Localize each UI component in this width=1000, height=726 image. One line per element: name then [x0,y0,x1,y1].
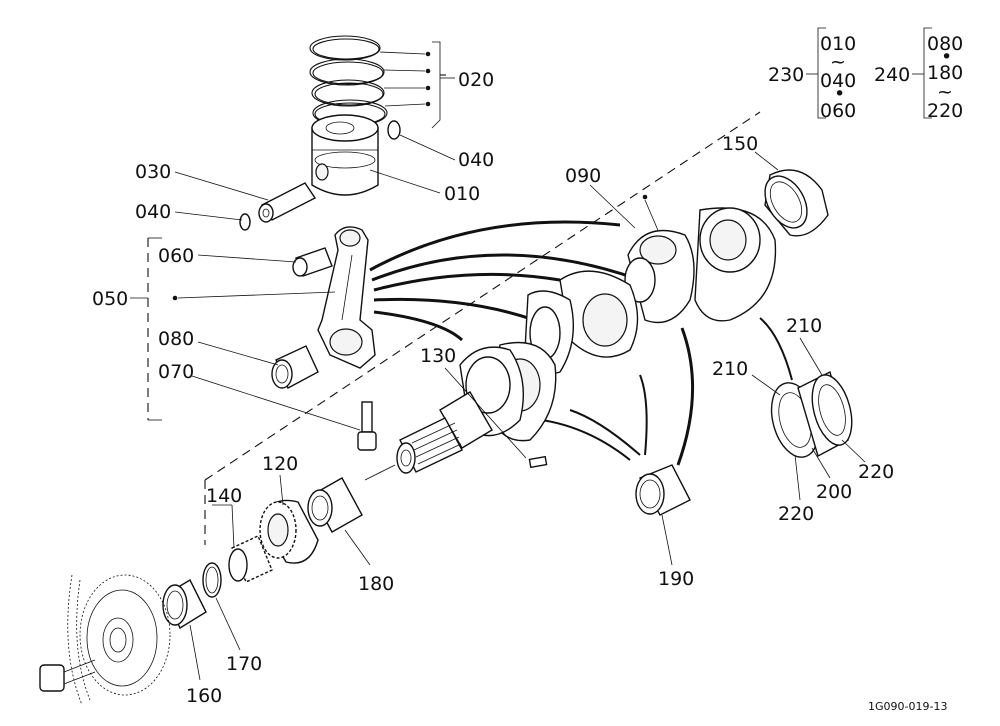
small-end-bushing [197,247,333,277]
group-240-item-1: 080 [927,33,963,55]
figure-code: 1G090-019-13 [868,700,947,713]
piston-pin-clip-top [387,120,456,161]
label-050: 050 [92,288,128,310]
crankshaft-gear [259,474,319,564]
group-240-code: 240 [874,64,910,86]
label-030: 030 [135,161,171,183]
label-160: 160 [186,685,222,707]
label-200: 200 [816,481,852,503]
oil-seal-sleeve [754,151,829,237]
label-040: 040 [135,201,171,223]
label-220-left: 220 [778,503,814,525]
group-230-item-1: 010 [820,33,856,55]
front-bearing [307,464,396,566]
bearing-case-assy [751,337,866,501]
group-240-item-4: ~ [937,81,953,103]
label-090: 090 [565,165,601,187]
label-190: 190 [658,568,694,590]
label-150: 150 [722,133,758,155]
callout-labels: 020 010 040 030 040 060 050 080 070 090 … [92,69,894,707]
crankshaft-key [444,367,548,469]
label-040-top: 040 [458,149,494,171]
label-220-right: 220 [858,461,894,483]
group-230-item-3: 040 [820,70,856,92]
piston [311,114,441,196]
group-230-item-4: • [834,83,845,105]
group-240: 240 080 • 180 ~ 220 [874,33,963,122]
piston-pin-clip [174,211,251,231]
label-210-left: 210 [712,358,748,380]
label-170: 170 [226,653,262,675]
o-ring [202,562,241,651]
label-180: 180 [358,573,394,595]
assembly-arrows [369,194,793,466]
piston-pin [174,171,317,223]
label-120: 120 [262,453,298,475]
group-bracket-230 [806,27,826,119]
group-240-item-3: 180 [927,62,963,84]
label-070: 070 [158,361,194,383]
group-230-item-5: 060 [820,100,856,122]
label-210-right: 210 [786,315,822,337]
crankshaft-collar [212,504,273,583]
group-bracket-240 [912,27,932,119]
group-230: 230 010 ~ 040 • 060 [768,33,856,122]
group-240-item-5: 220 [927,100,963,122]
crankshaft-pulley [39,574,171,706]
connecting-rod [172,226,376,369]
front-collar [162,579,207,681]
label-010: 010 [444,183,480,205]
section-boundary [130,74,761,545]
crankpin-bearing [197,341,319,389]
group-230-item-2: ~ [830,51,846,73]
label-140: 140 [206,485,242,507]
label-080: 080 [158,328,194,350]
group-230-code: 230 [768,64,804,86]
main-bearing [635,464,691,566]
label-060: 060 [158,245,194,267]
group-240-item-2: • [941,46,952,68]
connecting-rod-bolt [191,375,377,451]
crankshaft [396,184,777,474]
label-020: 020 [458,69,494,91]
label-130: 130 [420,345,456,367]
piston-rings [309,35,455,129]
